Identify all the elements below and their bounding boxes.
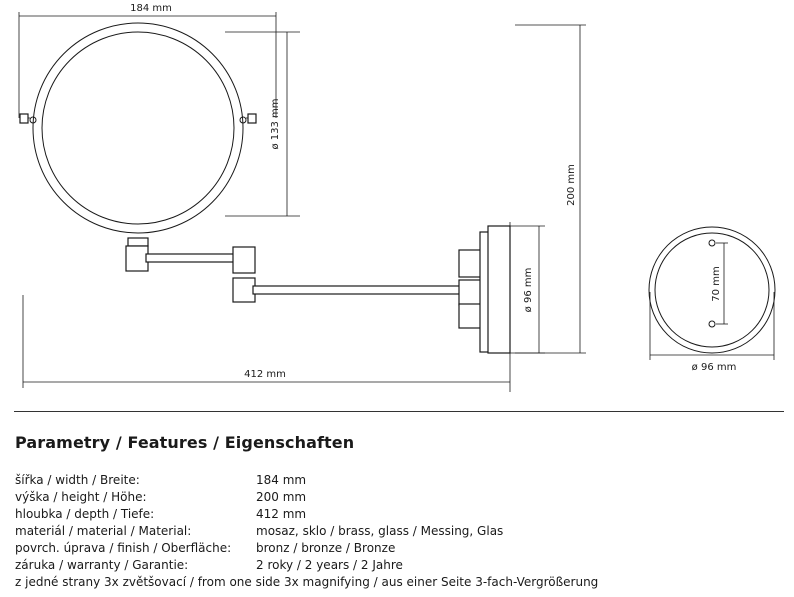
spec-value: 2 roky / 2 years / 2 Jahre: [256, 558, 403, 572]
spec-row-material: materiál / material / Material: mosaz, s…: [15, 523, 598, 540]
height-dimension-label: 200 mm: [566, 164, 577, 206]
spec-value: 412 mm: [256, 507, 307, 521]
plate-diameter-side-dimension: ø 96 mm: [505, 225, 545, 354]
plate-diameter-side-label: ø 96 mm: [523, 268, 534, 313]
spec-label: hloubka / depth / Tiefe:: [15, 507, 155, 521]
height-dimension: 200 mm: [515, 24, 586, 354]
spec-row-height: výška / height / Höhe: 200 mm: [15, 489, 598, 506]
spec-row-finish: povrch. úprava / finish / Oberfläche: br…: [15, 540, 598, 557]
spec-label: povrch. úprava / finish / Oberfläche:: [15, 541, 232, 555]
mirror-diameter-dimension: ø 133 mm: [225, 31, 300, 217]
spec-row-width: šířka / width / Breite: 184 mm: [15, 472, 598, 489]
spec-label: materiál / material / Material:: [15, 524, 192, 538]
features-list: šířka / width / Breite: 184 mm výška / h…: [15, 472, 598, 591]
mirror-head: [19, 22, 257, 234]
spec-label: záruka / warranty / Garantie:: [15, 558, 189, 572]
depth-dimension-label: 412 mm: [244, 369, 286, 380]
spec-row-depth: hloubka / depth / Tiefe: 412 mm: [15, 506, 598, 523]
depth-dimension: 412 mm: [22, 295, 510, 388]
spec-label: výška / height / Höhe:: [15, 490, 147, 504]
section-divider: [14, 411, 784, 412]
mounting-hole-bottom: [708, 320, 716, 328]
mirror-diameter-label: ø 133 mm: [270, 98, 281, 149]
technical-drawing: 184 mm ø 133 mm: [18, 3, 776, 392]
spec-label: šířka / width / Breite:: [15, 473, 140, 487]
swing-arm: [125, 237, 482, 329]
features-heading: Parametry / Features / Eigenschaften: [15, 433, 355, 452]
spec-value: 184 mm: [256, 473, 307, 487]
spec-row-warranty: záruka / warranty / Garantie: 2 roky / 2…: [15, 557, 598, 574]
plate-diameter-front-label: ø 96 mm: [692, 362, 737, 373]
mounting-hole-top: [708, 239, 716, 247]
hole-spacing-label: 70 mm: [711, 266, 722, 301]
wall-plate-front: 70 mm ø 96 mm: [648, 226, 776, 373]
spec-value: bronz / bronze / Bronze: [256, 541, 396, 555]
wall-plate-side: [479, 222, 511, 392]
spec-value: mosaz, sklo / brass, glass / Messing, Gl…: [256, 524, 504, 538]
width-dimension: 184 mm: [18, 3, 277, 118]
magnification-note: z jedné strany 3x zvětšovací / from one …: [15, 575, 599, 589]
spec-value: 200 mm: [256, 490, 307, 504]
width-dimension-label: 184 mm: [130, 3, 172, 14]
